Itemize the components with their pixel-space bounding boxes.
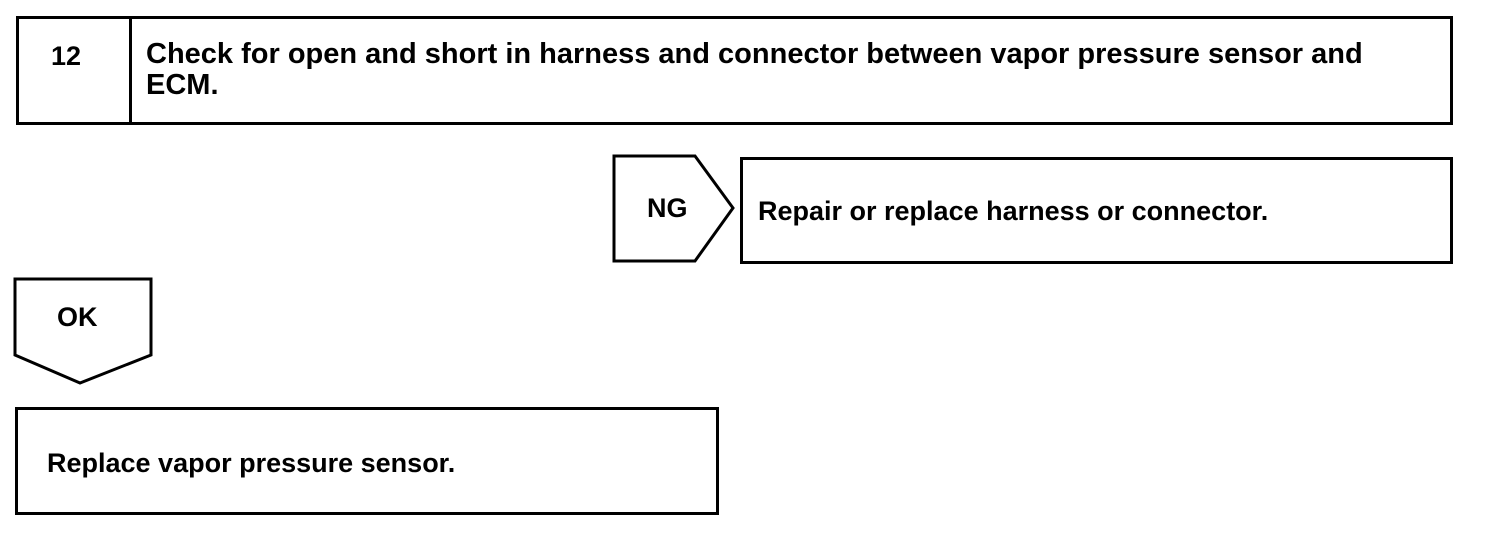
step-title: Check for open and short in harness and … — [146, 38, 1363, 101]
ng-label: NG — [647, 193, 688, 223]
step-number: 12 — [51, 41, 82, 71]
ok-label: OK — [57, 302, 98, 332]
step-box: 12 Check for open and short in harness a… — [16, 16, 1453, 125]
step-number-cell: 12 — [19, 19, 132, 122]
final-action-text: Replace vapor pressure sensor. — [47, 448, 456, 478]
ng-result-box: Repair or replace harness or connector. — [740, 157, 1453, 264]
final-action-box: Replace vapor pressure sensor. — [15, 407, 719, 515]
ng-result-text: Repair or replace harness or connector. — [758, 196, 1269, 226]
